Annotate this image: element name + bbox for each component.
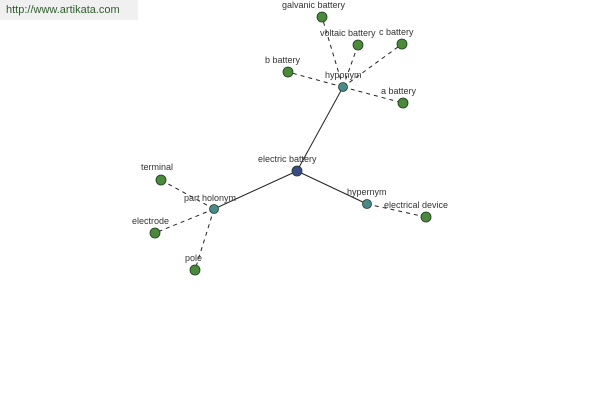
edge-electric-battery-to-hypernym	[296, 170, 368, 205]
site-url-banner[interactable]: http://www.artikata.com	[0, 0, 138, 20]
edge-part-holonym-to-electrode	[154, 208, 215, 234]
node-hyponym[interactable]	[338, 82, 348, 92]
labels-layer: electric battery hyponym part holonym hyper…	[132, 0, 448, 263]
node-voltaic-battery[interactable]	[352, 39, 364, 51]
node-b-battery[interactable]	[282, 66, 294, 78]
node-electrode[interactable]	[149, 227, 161, 239]
node-part-holonym[interactable]	[209, 204, 219, 214]
node-label-part-holonym[interactable]: part holonym	[184, 193, 236, 203]
node-label-hyponym[interactable]: hyponym	[325, 70, 362, 80]
node-label-a-battery[interactable]: a battery	[381, 86, 417, 96]
node-label-galvanic-battery[interactable]: galvanic battery	[282, 0, 346, 10]
edges-layer	[154, 16, 427, 271]
node-electrical-device[interactable]	[420, 211, 432, 223]
node-electric-battery[interactable]	[291, 165, 303, 177]
edge-part-holonym-to-terminal	[160, 179, 215, 210]
node-pole[interactable]	[189, 264, 201, 276]
edge-electric-battery-to-hyponym	[296, 86, 344, 172]
node-hypernym[interactable]	[362, 199, 372, 209]
node-label-c-battery[interactable]: c battery	[379, 27, 414, 37]
edge-hyponym-to-voltaic-battery	[342, 44, 359, 88]
node-label-terminal[interactable]: terminal	[141, 162, 173, 172]
node-a-battery[interactable]	[397, 97, 409, 109]
nodes-layer	[149, 11, 432, 276]
edge-part-holonym-to-pole	[194, 208, 215, 271]
edge-hyponym-to-a-battery	[342, 86, 404, 104]
node-label-pole[interactable]: pole	[185, 253, 202, 263]
node-terminal[interactable]	[155, 174, 167, 186]
node-label-hypernym[interactable]: hypernym	[347, 187, 387, 197]
node-label-electrical-device[interactable]: electrical device	[384, 200, 448, 210]
node-label-b-battery[interactable]: b battery	[265, 55, 301, 65]
node-galvanic-battery[interactable]	[316, 11, 328, 23]
edge-hyponym-to-b-battery	[287, 71, 344, 88]
edge-hypernym-to-electrical-device	[366, 203, 427, 218]
edge-hyponym-to-c-battery	[342, 43, 403, 88]
node-c-battery[interactable]	[396, 38, 408, 50]
node-label-electrode[interactable]: electrode	[132, 216, 169, 226]
node-label-voltaic-battery[interactable]: voltaic battery	[320, 28, 376, 38]
node-label-electric-battery[interactable]: electric battery	[258, 154, 317, 164]
edge-electric-battery-to-part-holonym	[213, 170, 298, 210]
